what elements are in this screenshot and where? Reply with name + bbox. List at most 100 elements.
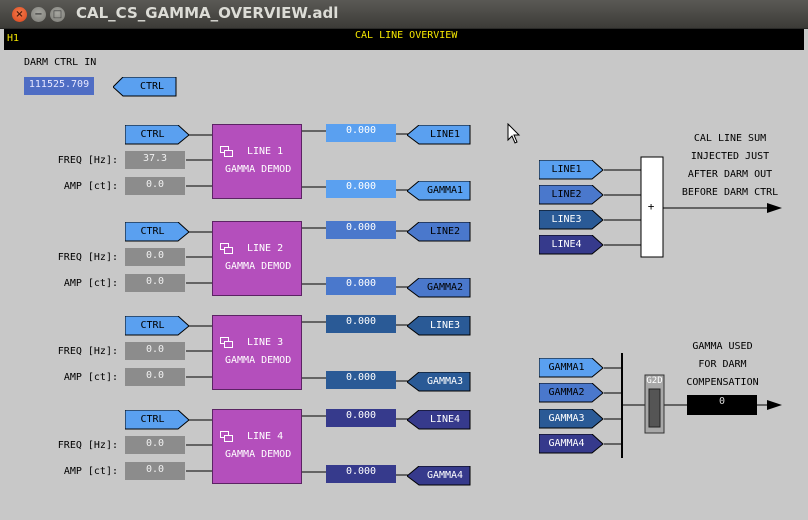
line3-gamma-pointer[interactable]: GAMMA3	[407, 372, 471, 392]
line1-demod-block[interactable]: LINE 1 GAMMA DEMOD	[212, 124, 302, 199]
line3-demod-title: LINE 3	[247, 337, 284, 348]
line4-demod-block[interactable]: LINE 4 GAMMA DEMOD	[212, 409, 302, 484]
close-button[interactable]: ×	[12, 7, 27, 22]
left-pointer-shape	[407, 222, 471, 242]
g2d-switch-slot	[648, 388, 661, 428]
right-pointer-shape	[539, 409, 604, 429]
line4-gamma-pointer[interactable]: GAMMA4	[407, 466, 471, 486]
line2-amp-label: AMP [ct]:	[63, 278, 118, 289]
gamma-wires	[604, 353, 770, 458]
gamma-select-input2[interactable]: GAMMA2	[539, 383, 604, 403]
sum-note-line: INJECTED JUST	[690, 151, 770, 162]
gamma-note-line: COMPENSATION	[686, 377, 759, 388]
darm-ctrl-readback: 111525.709	[24, 77, 94, 95]
sum-junction-box	[640, 156, 664, 258]
left-pointer-shape	[407, 125, 471, 145]
line3-amp-value[interactable]: 0.0	[125, 368, 185, 386]
sum-wires	[604, 169, 770, 246]
sum-note: CAL LINE SUM INJECTED JUST AFTER DARM OUT B…	[670, 130, 790, 202]
sum-input-line4[interactable]: LINE4	[539, 235, 604, 255]
left-pointer-shape	[113, 77, 177, 97]
line1-gamma-pointer[interactable]: GAMMA1	[407, 181, 471, 201]
line4-freq-label: FREQ [Hz]:	[57, 440, 118, 451]
related-display-icon	[220, 337, 233, 348]
related-display-icon	[220, 243, 233, 254]
mouse-cursor-icon	[507, 123, 521, 144]
line1-freq-value[interactable]: 37.3	[125, 151, 185, 169]
screen-title: CAL LINE OVERVIEW	[355, 30, 458, 41]
line1-amp-value[interactable]: 0.0	[125, 177, 185, 195]
line3-demod-subtitle: GAMMA DEMOD	[225, 355, 292, 366]
line1-amp-label: AMP [ct]:	[63, 181, 118, 192]
left-pointer-shape	[407, 316, 471, 336]
sum-operator: +	[647, 200, 655, 213]
right-pointer-shape	[539, 160, 604, 180]
left-pointer-shape	[407, 181, 471, 201]
line2-demod-block[interactable]: LINE 2 GAMMA DEMOD	[212, 221, 302, 296]
header-bar	[4, 29, 804, 50]
g2d-switch-label[interactable]: G2D	[646, 376, 663, 386]
darm-ctrl-pointer[interactable]: CTRL	[113, 77, 177, 97]
gamma-select-input1[interactable]: GAMMA1	[539, 358, 604, 378]
minimize-button[interactable]: −	[31, 7, 46, 22]
line4-ctrl-pointer[interactable]: CTRL	[125, 410, 190, 430]
line3-ctrl-pointer[interactable]: CTRL	[125, 316, 190, 336]
gamma-note: GAMMA USED FOR DARM COMPENSATION	[670, 338, 775, 392]
right-pointer-shape	[125, 316, 190, 336]
line4-demod-title: LINE 4	[247, 431, 284, 442]
sum-input-line2[interactable]: LINE2	[539, 185, 604, 205]
line4-line-pointer[interactable]: LINE4	[407, 410, 471, 430]
line2-freq-label: FREQ [Hz]:	[57, 252, 118, 263]
gamma-select-input3[interactable]: GAMMA3	[539, 409, 604, 429]
sum-input-line3[interactable]: LINE3	[539, 210, 604, 230]
line2-demod-title: LINE 2	[247, 243, 284, 254]
line2-line-value: 0.000	[326, 221, 396, 239]
gamma-output-arrow	[767, 400, 782, 410]
line1-line-pointer[interactable]: LINE1	[407, 125, 471, 145]
line2-freq-value[interactable]: 0.0	[125, 248, 185, 266]
maximize-button[interactable]: □	[50, 7, 65, 22]
line1-demod-subtitle: GAMMA DEMOD	[225, 164, 292, 175]
right-pointer-shape	[539, 185, 604, 205]
line4-freq-value[interactable]: 0.0	[125, 436, 185, 454]
sum-output-arrow	[767, 203, 782, 213]
sum-note-line: CAL LINE SUM	[693, 133, 767, 144]
right-pointer-shape	[539, 383, 604, 403]
line3-freq-label: FREQ [Hz]:	[57, 346, 118, 357]
line1-ctrl-pointer[interactable]: CTRL	[125, 125, 190, 145]
line3-line-pointer[interactable]: LINE3	[407, 316, 471, 336]
line2-ctrl-pointer[interactable]: CTRL	[125, 222, 190, 242]
window-title: CAL_CS_GAMMA_OVERVIEW.adl	[76, 4, 339, 22]
sum-input-line1[interactable]: LINE1	[539, 160, 604, 180]
line2-demod-subtitle: GAMMA DEMOD	[225, 261, 292, 272]
sum-note-line: AFTER DARM OUT	[687, 169, 773, 180]
line2-gamma-pointer[interactable]: GAMMA2	[407, 278, 471, 298]
line2-gamma-value: 0.000	[326, 277, 396, 295]
related-display-icon	[220, 431, 233, 442]
line4-demod-subtitle: GAMMA DEMOD	[225, 449, 292, 460]
line3-demod-block[interactable]: LINE 3 GAMMA DEMOD	[212, 315, 302, 390]
line1-gamma-value: 0.000	[326, 180, 396, 198]
line2-line-pointer[interactable]: LINE2	[407, 222, 471, 242]
line3-freq-value[interactable]: 0.0	[125, 342, 185, 360]
window-titlebar[interactable]	[0, 0, 808, 29]
line4-amp-value[interactable]: 0.0	[125, 462, 185, 480]
sum-note-line: BEFORE DARM CTRL	[681, 187, 779, 198]
gamma-note-line: GAMMA USED	[692, 341, 753, 352]
left-pointer-shape	[407, 410, 471, 430]
line3-line-value: 0.000	[326, 315, 396, 333]
line3-gamma-value: 0.000	[326, 371, 396, 389]
left-pointer-shape	[407, 278, 471, 298]
darm-ctrl-label: DARM CTRL IN	[24, 57, 97, 68]
left-pointer-shape	[407, 372, 471, 392]
right-pointer-shape	[125, 410, 190, 430]
line2-amp-value[interactable]: 0.0	[125, 274, 185, 292]
gamma-select-input4[interactable]: GAMMA4	[539, 434, 604, 454]
gamma-note-line: FOR DARM	[698, 359, 747, 370]
line1-freq-label: FREQ [Hz]:	[57, 155, 118, 166]
right-pointer-shape	[539, 210, 604, 230]
line4-amp-label: AMP [ct]:	[63, 466, 118, 477]
line1-demod-title: LINE 1	[247, 146, 284, 157]
